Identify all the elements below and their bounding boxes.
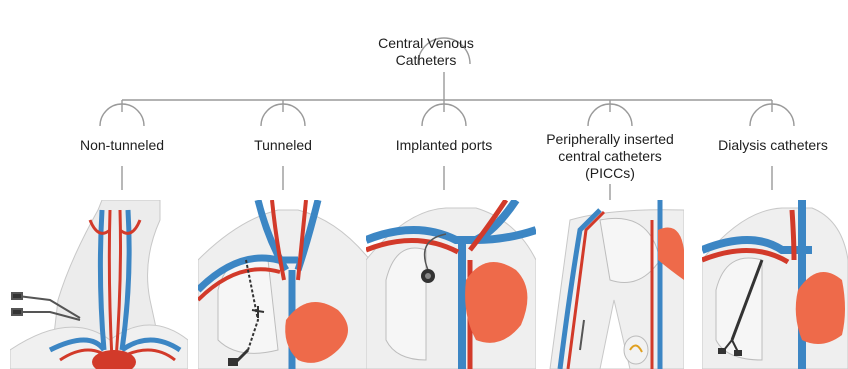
illustration-implanted-ports xyxy=(366,200,536,369)
illustration-non-tunneled xyxy=(10,200,188,369)
category-label-non-tunneled: Non-tunneled xyxy=(66,137,178,154)
illustration-piccs xyxy=(540,200,684,369)
category-label-tunneled: Tunneled xyxy=(236,137,330,154)
tree-connectors xyxy=(0,0,848,200)
illustration-tunneled xyxy=(198,200,370,369)
category-label-piccs: Peripherally inserted central catheters … xyxy=(540,131,680,182)
category-label-dialysis: Dialysis catheters xyxy=(712,137,834,154)
root-label: Central Venous Catheters xyxy=(364,35,488,69)
illustration-dialysis xyxy=(702,200,848,369)
category-label-implanted-ports: Implanted ports xyxy=(380,137,508,154)
